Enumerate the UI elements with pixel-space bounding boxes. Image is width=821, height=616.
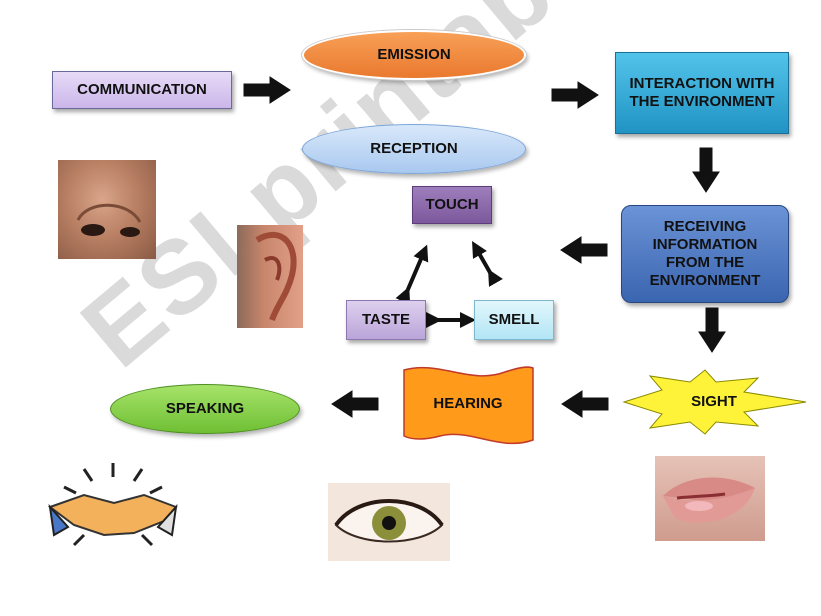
communication-box: COMMUNICATION (52, 71, 232, 109)
reception-ellipse: RECEPTION (302, 124, 526, 174)
touch-box: TOUCH (412, 186, 492, 224)
arrow-emission-to-interaction (551, 81, 599, 109)
taste-label: TASTE (361, 311, 411, 328)
handshake-drawing (47, 463, 178, 547)
speaking-ellipse: SPEAKING (110, 384, 300, 434)
taste-box: TASTE (346, 300, 426, 340)
receiving-box: RECEIVING INFORMATION FROM THE ENVIRONME… (621, 205, 789, 303)
arrow-taste-touch (395, 244, 429, 305)
arrow-communication-to-emission (243, 76, 291, 104)
communication-label: COMMUNICATION (77, 81, 207, 98)
lips-photo (655, 456, 765, 541)
arrow-receiving-to-sight (698, 307, 726, 353)
arrow-interaction-to-receiving (692, 147, 720, 193)
hearing-shape (403, 366, 534, 445)
lips-drawing (663, 477, 755, 523)
smell-label: SMELL (488, 311, 540, 328)
hearing-label-wrap: HEARING (404, 386, 532, 422)
arrow-receiving-to-senses (560, 236, 608, 264)
smell-box: SMELL (474, 300, 554, 340)
emission-label: EMISSION (377, 46, 451, 63)
nose-photo (58, 160, 156, 259)
arrow-sight-to-hearing (561, 390, 609, 418)
speaking-label: SPEAKING (165, 400, 245, 417)
touch-label: TOUCH (425, 196, 479, 213)
ear-drawing (255, 232, 297, 322)
handshake-illustration (44, 455, 182, 555)
eye-photo (328, 483, 450, 561)
arrow-smell-touch (472, 241, 503, 287)
receiving-label: RECEIVING INFORMATION FROM THE ENVIRONME… (649, 218, 761, 289)
hearing-label: HEARING (433, 395, 503, 412)
sight-label: SIGHT (691, 393, 737, 410)
eye-drawing (334, 499, 444, 543)
interaction-box: INTERACTION WITH THE ENVIRONMENT (615, 52, 789, 134)
interaction-label: INTERACTION WITH THE ENVIRONMENT (629, 75, 775, 110)
nose-drawing (76, 203, 142, 237)
sight-label-wrap: SIGHT (660, 388, 768, 416)
arrow-hearing-to-speaking (331, 390, 379, 418)
reception-label: RECEPTION (370, 140, 458, 157)
sight-shape (622, 369, 807, 435)
emission-ellipse: EMISSION (302, 30, 526, 80)
ear-photo (237, 225, 303, 328)
